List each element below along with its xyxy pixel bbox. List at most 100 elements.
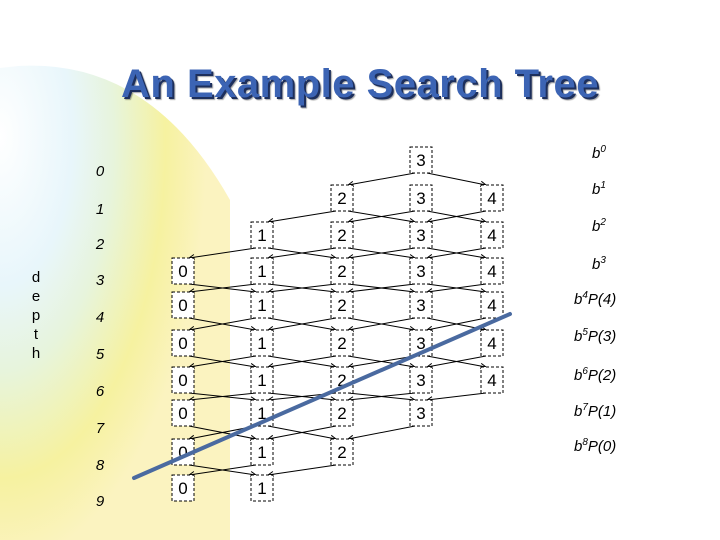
depth-label: 9: [95, 493, 105, 510]
node-count-label: b4P(4): [574, 290, 617, 308]
node-box: [409, 257, 433, 285]
tree-node: 4: [480, 184, 504, 212]
node-value: 4: [487, 226, 496, 245]
tree-edges: [188, 172, 487, 478]
node-box: [330, 221, 354, 249]
tree-edge: [267, 355, 337, 368]
node-value: 4: [487, 262, 496, 281]
node-box: [171, 474, 195, 502]
tree-node: 0: [171, 399, 195, 427]
node-value: 1: [257, 226, 266, 245]
node-box: [171, 257, 195, 285]
tree-node: 0: [171, 257, 195, 285]
tree-edge: [426, 172, 487, 186]
tree-edge: [267, 283, 337, 293]
tree-edge: [188, 355, 257, 368]
node-value: 2: [337, 334, 346, 353]
tree-edge: [347, 392, 416, 401]
node-box: [409, 146, 433, 174]
tree-node: 3: [409, 146, 433, 174]
node-box: [250, 329, 274, 357]
node-value: 2: [337, 443, 346, 462]
tree-edge: [347, 172, 416, 186]
node-value: 3: [416, 189, 425, 208]
node-value: 0: [178, 296, 187, 315]
depth-label: 7: [95, 420, 105, 437]
node-count-label: b7P(1): [574, 402, 617, 420]
node-value: 0: [178, 262, 187, 281]
depth-label: 5: [95, 346, 105, 363]
tree-edge: [347, 247, 416, 259]
tree-edge: [267, 392, 337, 401]
tree-edge: [426, 247, 487, 259]
depth-label: 1: [95, 201, 105, 218]
node-value: 3: [416, 226, 425, 245]
node-value: 1: [257, 334, 266, 353]
node-box: [480, 221, 504, 249]
node-value: 1: [257, 296, 266, 315]
depth-letter: e: [31, 288, 41, 305]
depth-label: 6: [95, 383, 105, 400]
tree-edge: [188, 317, 257, 331]
depth-letter: p: [31, 307, 41, 324]
depth-label: 4: [95, 309, 105, 326]
tree-node: 0: [171, 474, 195, 502]
node-box: [250, 257, 274, 285]
node-count-label: b5P(3): [574, 327, 617, 345]
tree-node: 3: [409, 399, 433, 427]
depth-label: 0: [95, 163, 105, 180]
tree-node: 3: [409, 257, 433, 285]
node-box: [250, 474, 274, 502]
depth-label: 2: [95, 236, 105, 253]
node-value: 2: [337, 226, 346, 245]
tree-edge: [426, 355, 487, 368]
node-value: 3: [416, 296, 425, 315]
node-box: [480, 366, 504, 394]
node-box: [480, 184, 504, 212]
depth-label: 3: [95, 272, 105, 289]
node-box: [480, 291, 504, 319]
node-box: [330, 438, 354, 466]
node-value: 3: [416, 404, 425, 423]
tree-node: 4: [480, 329, 504, 357]
node-value: 0: [178, 443, 187, 462]
tree-edge: [347, 317, 416, 331]
node-value: 4: [487, 334, 496, 353]
depth-letter: d: [31, 269, 41, 286]
node-value: 0: [178, 334, 187, 353]
tree-edge: [426, 392, 487, 401]
node-value: 4: [487, 371, 496, 390]
tree-edge: [188, 464, 257, 476]
tree-node: 2: [330, 257, 354, 285]
tree-node: 1: [250, 221, 274, 249]
node-value: 0: [178, 479, 187, 498]
node-value: 0: [178, 404, 187, 423]
depth-label: 8: [95, 457, 105, 474]
tree-edge: [267, 210, 337, 223]
node-box: [409, 184, 433, 212]
tree-node: 1: [250, 366, 274, 394]
node-box: [250, 221, 274, 249]
node-count-label: b0: [592, 144, 606, 162]
node-box: [330, 257, 354, 285]
tree-edge: [188, 392, 257, 401]
node-value: 1: [257, 371, 266, 390]
node-value: 3: [416, 371, 425, 390]
node-box: [480, 329, 504, 357]
tree-node: 2: [330, 329, 354, 357]
node-value: 3: [416, 151, 425, 170]
node-box: [171, 329, 195, 357]
tree-node: 1: [250, 291, 274, 319]
node-box: [250, 366, 274, 394]
node-value: 0: [178, 371, 187, 390]
tree-node: 0: [171, 366, 195, 394]
tree-node: 4: [480, 291, 504, 319]
tree-edge: [267, 247, 337, 259]
node-value: 3: [416, 334, 425, 353]
tree-node: 1: [250, 474, 274, 502]
tree-node: 2: [330, 291, 354, 319]
node-box: [330, 184, 354, 212]
tree-edge: [188, 247, 257, 259]
tree-edge: [267, 425, 337, 440]
